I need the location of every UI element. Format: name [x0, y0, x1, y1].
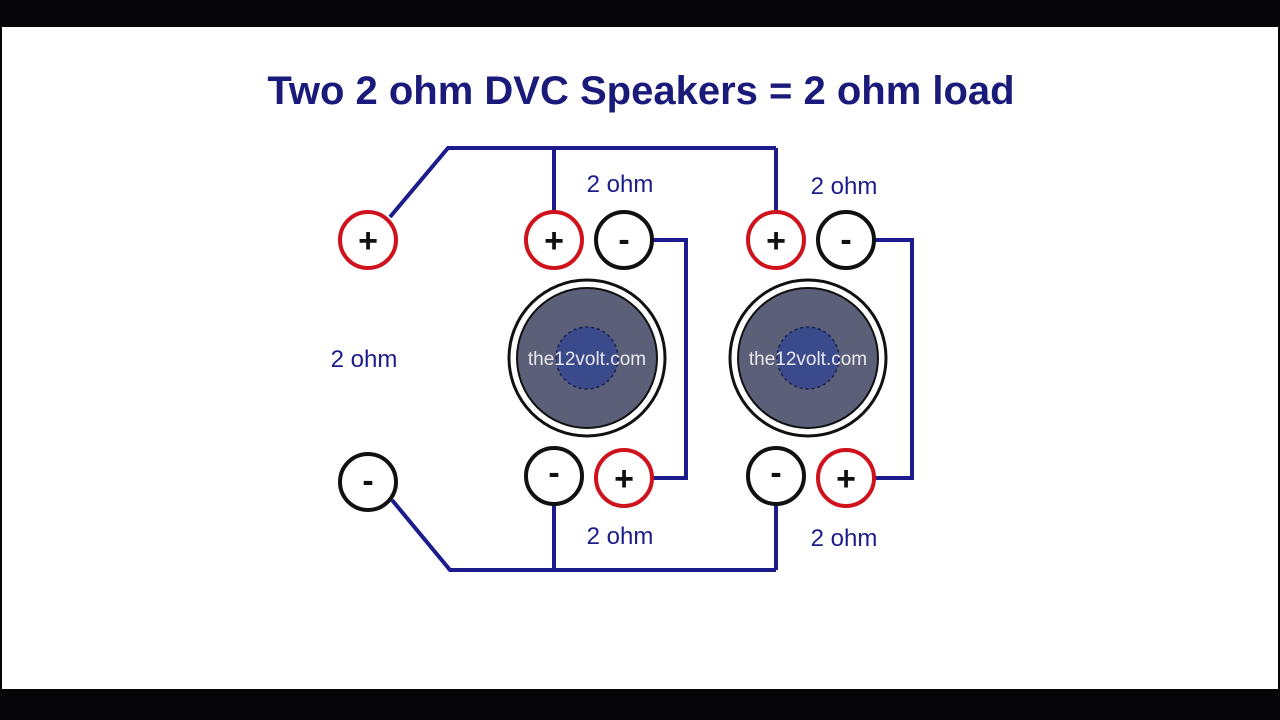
spk1-bottom-impedance-label: 2 ohm	[587, 523, 654, 550]
watermark: the12volt.com	[528, 349, 646, 370]
spk2-coil2-positive-terminal: +	[816, 448, 876, 508]
spk2-series-jumper	[874, 238, 914, 480]
svg-text:-: -	[362, 462, 373, 500]
svg-text:-: -	[618, 221, 629, 259]
svg-text:+: +	[766, 222, 786, 260]
positive-bus-wire	[388, 146, 776, 219]
spk2-coil1-negative-terminal: -	[816, 210, 876, 270]
spk1-coil1-negative-terminal: -	[594, 210, 654, 270]
spk1-coil2-positive-terminal: +	[594, 448, 654, 508]
amp-negative-terminal: -	[338, 452, 398, 512]
spk2-bottom-impedance-label: 2 ohm	[811, 525, 878, 552]
svg-text:+: +	[358, 222, 378, 260]
negative-bus-wire	[390, 498, 776, 572]
spk2-top-impedance-label: 2 ohm	[811, 173, 878, 200]
svg-text:+: +	[614, 460, 634, 498]
diagram-title: Two 2 ohm DVC Speakers = 2 ohm load	[267, 69, 1014, 113]
svg-text:-: -	[840, 221, 851, 259]
spk2-coil1-positive-terminal: +	[746, 210, 806, 270]
amp-positive-terminal: +	[338, 210, 398, 270]
speaker-2: the12volt.com	[728, 278, 888, 438]
spk1-coil2-negative-terminal: -	[524, 446, 584, 506]
svg-text:-: -	[548, 454, 559, 492]
spk1-coil1-positive-terminal: +	[524, 210, 584, 270]
spk2-coil2-negative-terminal: -	[746, 446, 806, 506]
speaker-1: the12volt.com	[507, 278, 667, 438]
spk1-series-jumper	[652, 238, 688, 480]
amp-load-label: 2 ohm	[331, 346, 398, 373]
svg-text:-: -	[770, 454, 781, 492]
watermark: the12volt.com	[749, 349, 867, 370]
svg-text:+: +	[836, 460, 856, 498]
wires	[388, 146, 914, 572]
svg-text:+: +	[544, 222, 564, 260]
spk1-top-impedance-label: 2 ohm	[587, 171, 654, 198]
